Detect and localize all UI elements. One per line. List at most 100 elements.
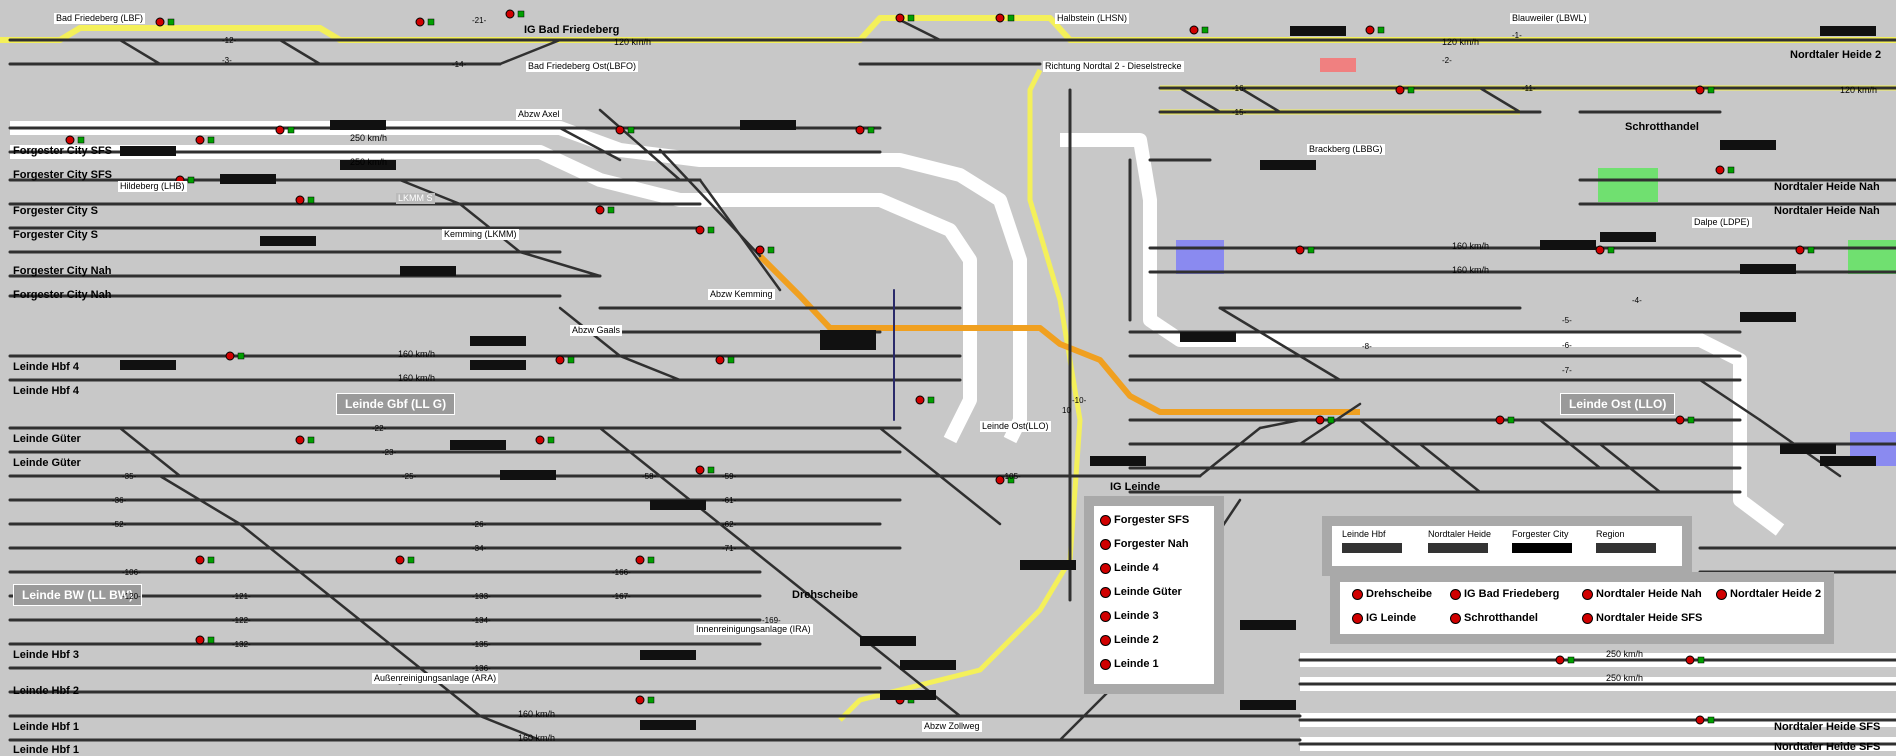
speed-label: 250 km/h bbox=[1606, 673, 1644, 683]
label-ig-leinde[interactable]: IG Leinde bbox=[1110, 481, 1161, 493]
signal-icon bbox=[1450, 588, 1461, 600]
signal-green-icon bbox=[1567, 656, 1575, 664]
label-leinde-hbf-4-1[interactable]: Leinde Hbf 4 bbox=[13, 361, 80, 373]
crossover bbox=[698, 178, 782, 292]
signal-icon bbox=[155, 17, 165, 27]
signal-green-icon bbox=[607, 206, 615, 214]
occupancy-block bbox=[740, 120, 796, 130]
track-number-label: -35- bbox=[122, 472, 137, 481]
label-leinde-hbf-1-2[interactable]: Leinde Hbf 1 bbox=[13, 744, 80, 756]
track-number-label: -5- bbox=[1562, 316, 1572, 325]
label-leinde-hbf-1-1[interactable]: Leinde Hbf 1 bbox=[13, 721, 80, 733]
dest-button[interactable]: Forgester Nah bbox=[1100, 538, 1189, 550]
crossover bbox=[1598, 442, 1662, 494]
track-number-label: -10- bbox=[1072, 396, 1087, 405]
legend-dest[interactable]: Nordtaler Heide Nah bbox=[1582, 588, 1702, 600]
occupancy-block bbox=[470, 336, 526, 346]
occupancy-block bbox=[1090, 456, 1146, 466]
signal-green-icon bbox=[307, 196, 315, 204]
crossover bbox=[298, 570, 362, 622]
track-number-label: -105- bbox=[1002, 472, 1021, 481]
label-schrotthandel[interactable]: Schrotthandel bbox=[1625, 121, 1699, 133]
signal-green-icon bbox=[1697, 656, 1705, 664]
track-number-label: -52- bbox=[112, 520, 127, 529]
legend-dest[interactable]: IG Leinde bbox=[1352, 612, 1416, 624]
legend-dest-label: IG Bad Friedeberg bbox=[1464, 588, 1560, 600]
crossover bbox=[1298, 354, 1342, 382]
label-forgester-city-sfs-1[interactable]: Forgester City SFS bbox=[13, 145, 113, 157]
signal-green-icon bbox=[207, 556, 215, 564]
track-number-label: -6- bbox=[1562, 341, 1572, 350]
dest-button[interactable]: Leinde 2 bbox=[1100, 634, 1159, 646]
legend-dest[interactable]: Drehscheibe bbox=[1352, 588, 1432, 600]
dest-button[interactable]: Leinde 3 bbox=[1100, 610, 1159, 622]
label-leinde-hbf-4-2[interactable]: Leinde Hbf 4 bbox=[13, 385, 80, 397]
label-bad-friedeberg-ost: Bad Friedeberg Ost(LBFO) bbox=[526, 61, 639, 72]
signal-green-icon bbox=[1307, 246, 1315, 254]
crossover bbox=[1258, 330, 1302, 358]
crossover bbox=[498, 38, 562, 66]
occupancy-block bbox=[1240, 700, 1296, 710]
signal-icon bbox=[1715, 165, 1725, 175]
signal-green-icon bbox=[307, 436, 315, 444]
track-number-label: -16- bbox=[1232, 84, 1247, 93]
signal-icon bbox=[1675, 415, 1685, 425]
speed-label: 160 km/h bbox=[398, 349, 436, 359]
label-forgester-city-s-1[interactable]: Forgester City S bbox=[13, 205, 98, 217]
label-leinde-gueter-2[interactable]: Leinde Güter bbox=[13, 457, 81, 469]
label-forgester-city-sfs-2[interactable]: Forgester City SFS bbox=[13, 169, 113, 181]
label-ig-bad-friedeberg[interactable]: IG Bad Friedeberg bbox=[524, 24, 620, 36]
label-forgester-city-s-2[interactable]: Forgester City S bbox=[13, 229, 98, 241]
label-leinde-gueter-1[interactable]: Leinde Güter bbox=[13, 433, 81, 445]
track-number-label: -36- bbox=[112, 496, 127, 505]
label-aussenreinigung: Außenreinigungsanlage (ARA) bbox=[372, 673, 499, 684]
dest-button[interactable]: Leinde Güter bbox=[1100, 586, 1182, 598]
label-nordtaler-heide-nah-1[interactable]: Nordtaler Heide Nah bbox=[1774, 181, 1880, 193]
occupancy-block bbox=[1540, 240, 1596, 250]
track-number-label: -133- bbox=[472, 592, 491, 601]
label-nordtaler-heide-nah-2[interactable]: Nordtaler Heide Nah bbox=[1774, 205, 1880, 217]
signal-icon bbox=[1595, 245, 1605, 255]
legend-dest[interactable]: Nordtaler Heide SFS bbox=[1582, 612, 1702, 624]
label-hildeberg: Hildeberg (LHB) bbox=[118, 181, 187, 192]
signal-icon bbox=[995, 475, 1005, 485]
occupancy-block bbox=[1820, 456, 1876, 466]
label-nordtaler-heide-sfs-1[interactable]: Nordtaler Heide SFS bbox=[1774, 721, 1881, 733]
track-number-label: -135- bbox=[472, 640, 491, 649]
dest-button[interactable]: Leinde 4 bbox=[1100, 562, 1159, 574]
occupancy-block bbox=[450, 440, 506, 450]
signal-icon bbox=[1716, 588, 1727, 600]
signal-green-icon bbox=[407, 556, 415, 564]
occupancy-block bbox=[1740, 264, 1796, 274]
signal-green-icon bbox=[1707, 86, 1715, 94]
signal-icon bbox=[1555, 655, 1565, 665]
label-leinde-hbf-2[interactable]: Leinde Hbf 2 bbox=[13, 685, 80, 697]
dest-button[interactable]: Leinde 1 bbox=[1100, 658, 1159, 670]
label-drehscheibe[interactable]: Drehscheibe bbox=[792, 589, 859, 601]
occupancy-block bbox=[1780, 444, 1836, 454]
track-number-label: 10 bbox=[1062, 406, 1071, 415]
label-leinde-hbf-3[interactable]: Leinde Hbf 3 bbox=[13, 649, 80, 661]
label-forgester-city-nah-2[interactable]: Forgester City Nah bbox=[13, 289, 112, 301]
label-leinde-bw: Leinde BW (LL BW) bbox=[13, 584, 143, 606]
crossover bbox=[1198, 426, 1262, 478]
crossover bbox=[1178, 86, 1222, 114]
track-number-label: -34- bbox=[472, 544, 487, 553]
legend-dest[interactable]: IG Bad Friedeberg bbox=[1450, 588, 1559, 600]
legend-dest[interactable]: Nordtaler Heide 2 bbox=[1716, 588, 1821, 600]
legend-dest[interactable]: Schrotthandel bbox=[1450, 612, 1538, 624]
dest-button[interactable]: Forgester SFS bbox=[1100, 514, 1189, 526]
signal-green-icon bbox=[287, 126, 295, 134]
signal-icon bbox=[695, 225, 705, 235]
label-nordtaler-heide-sfs-2[interactable]: Nordtaler Heide SFS bbox=[1774, 741, 1881, 753]
label-brackberg: Brackberg (LBBG) bbox=[1307, 144, 1385, 155]
track-number-label: -3- bbox=[222, 56, 232, 65]
label-forgester-city-nah-1[interactable]: Forgester City Nah bbox=[13, 265, 112, 277]
crossover bbox=[1418, 442, 1482, 494]
signal-icon bbox=[195, 635, 205, 645]
track-number-label: -120- bbox=[122, 592, 141, 601]
occupancy-block bbox=[1020, 560, 1076, 570]
label-nordtaler-heide-2[interactable]: Nordtaler Heide 2 bbox=[1790, 49, 1882, 61]
signal-icon bbox=[415, 17, 425, 27]
signal-icon bbox=[1695, 715, 1705, 725]
